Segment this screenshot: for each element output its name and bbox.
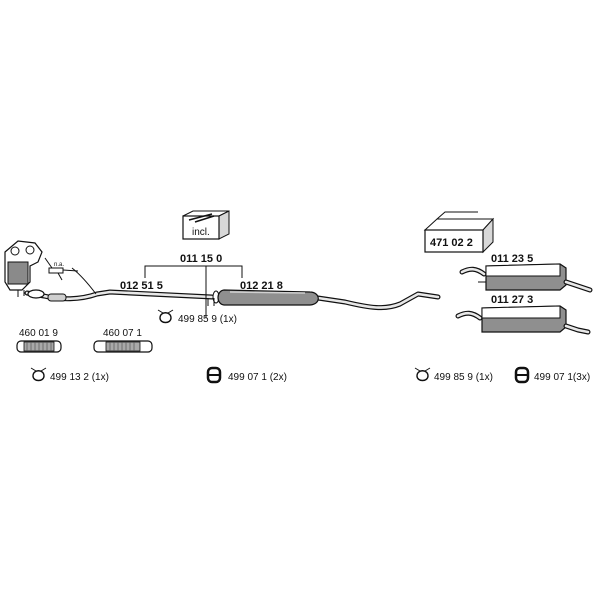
front-pipe	[24, 267, 215, 302]
rear-muffler-a	[459, 263, 593, 293]
incl-label: incl.	[192, 227, 210, 238]
part-number-flex-pipe-b: 460 07 1	[103, 328, 142, 339]
centre-muffler-body	[217, 289, 319, 306]
kit-box-icon: 471 02 2	[423, 211, 495, 254]
fitting-gasket-mid: 499 85 9 (1x)	[178, 314, 237, 325]
gasket-ring-icon	[30, 367, 47, 382]
leader-lines	[144, 265, 243, 318]
kit-box-icon: incl.	[182, 210, 230, 240]
rear-muffler-b	[455, 305, 591, 335]
part-number-centre-muffler: 012 21 8	[240, 280, 283, 292]
gasket-ring-icon	[157, 309, 174, 324]
flex-pipe-icon	[93, 340, 153, 353]
part-number-rear-muffler-a: 011 23 5	[491, 253, 533, 265]
fitting-hanger-right: 499 07 1(3x)	[534, 372, 590, 383]
part-number-rear-muffler-b: 011 27 3	[491, 294, 533, 306]
gasket-ring-icon	[414, 367, 431, 382]
part-number-main-system: 011 15 0	[180, 253, 222, 265]
lambda-sensor-icon: n.a.	[44, 257, 79, 281]
rubber-hanger-icon	[206, 366, 222, 384]
joint-clamp	[207, 298, 215, 306]
part-number-front-pipe: 012 51 5	[120, 280, 163, 292]
flex-pipe-icon	[16, 340, 62, 353]
catalytic-converter-icon	[4, 240, 43, 297]
na-label: n.a.	[54, 262, 64, 268]
fitting-gasket-right: 499 85 9 (1x)	[434, 372, 493, 383]
fitting-gasket-left: 499 13 2 (1x)	[50, 372, 109, 383]
fitting-hanger-mid: 499 07 1 (2x)	[228, 372, 287, 383]
rubber-hanger-icon	[514, 366, 530, 384]
part-number-flex-pipe-a: 460 01 9	[19, 328, 58, 339]
part-number-mounting-kit: 471 02 2	[430, 237, 473, 249]
